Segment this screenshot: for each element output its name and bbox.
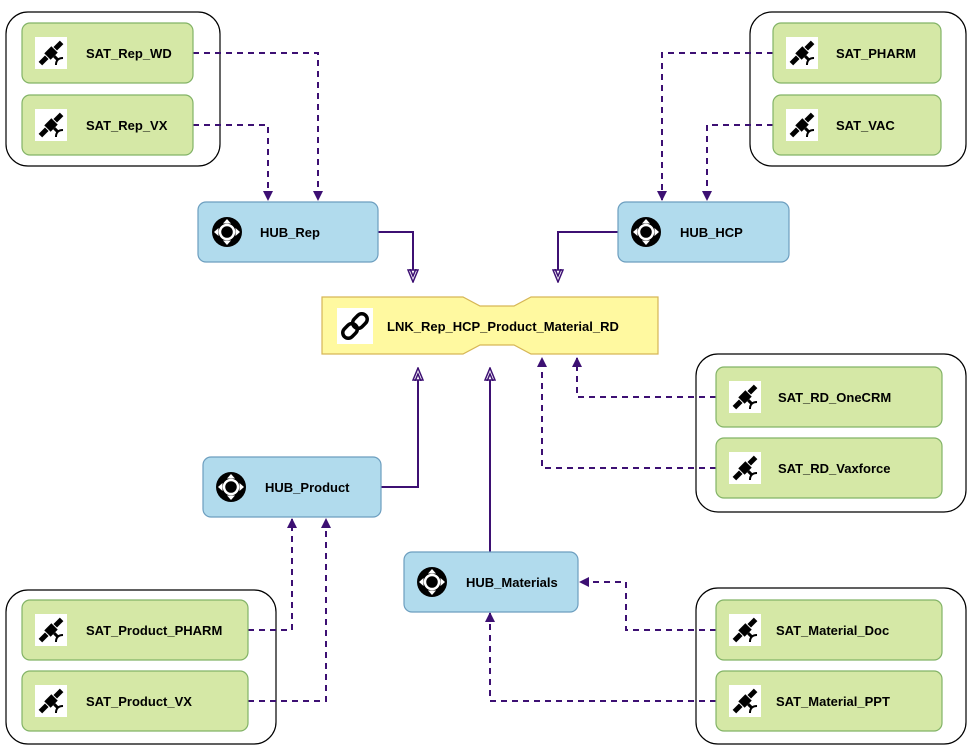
edge-hub-product-to-link xyxy=(381,368,418,488)
hub-product-label: HUB_Product xyxy=(265,480,350,495)
satellite-icon xyxy=(785,36,823,74)
sat-material-doc-label: SAT_Material_Doc xyxy=(776,623,889,638)
edge-sat-pharm xyxy=(657,52,773,201)
sat-pharm-label: SAT_PHARM xyxy=(836,46,916,61)
move-arrows-icon xyxy=(629,215,663,249)
satellite-icon xyxy=(728,613,766,651)
sat-vac-label: SAT_VAC xyxy=(836,118,895,133)
satellite-icon xyxy=(728,451,766,489)
satellite-edges xyxy=(193,52,773,702)
move-arrows-icon xyxy=(415,565,449,599)
hub-link-edges xyxy=(378,231,618,552)
hub-materials-label: HUB_Materials xyxy=(466,575,558,590)
sat-rep-vx-label: SAT_Rep_VX xyxy=(86,118,168,133)
edge-sat-vac xyxy=(702,124,773,201)
move-arrows-icon xyxy=(214,470,248,504)
hub-hcp[interactable]: HUB_HCP xyxy=(617,201,790,263)
sat-product-pharm[interactable]: SAT_Product_PHARM xyxy=(21,599,249,661)
edge-sat-product-pharm xyxy=(248,518,297,631)
chain-link-icon xyxy=(335,306,375,346)
sat-rep-vx[interactable]: SAT_Rep_VX xyxy=(21,94,194,156)
satellite-icon xyxy=(728,380,766,418)
edge-hub-rep-to-link xyxy=(378,231,413,282)
satellite-icon xyxy=(785,108,823,146)
sat-product-vx-label: SAT_Product_VX xyxy=(86,694,192,709)
satellite-icon xyxy=(34,613,72,651)
hub-rep[interactable]: HUB_Rep xyxy=(197,201,379,263)
sat-material-ppt-label: SAT_Material_PPT xyxy=(776,694,890,709)
edge-sat-rep-vx xyxy=(193,124,273,201)
sat-rd-onecrm[interactable]: SAT_RD_OneCRM xyxy=(715,366,943,428)
sat-product-vx[interactable]: SAT_Product_VX xyxy=(21,670,249,732)
sat-vac[interactable]: SAT_VAC xyxy=(772,94,942,156)
sat-material-doc[interactable]: SAT_Material_Doc xyxy=(715,599,943,661)
sat-rd-vaxforce[interactable]: SAT_RD_Vaxforce xyxy=(715,437,943,499)
edge-sat-rep-wd xyxy=(193,52,323,201)
link-label: LNK_Rep_HCP_Product_Material_RD xyxy=(387,319,619,334)
hub-materials[interactable]: HUB_Materials xyxy=(403,551,579,613)
sat-rep-wd[interactable]: SAT_Rep_WD xyxy=(21,22,194,84)
edge-sat-rd-onecrm xyxy=(572,357,716,398)
sat-pharm[interactable]: SAT_PHARM xyxy=(772,22,942,84)
link-node[interactable]: LNK_Rep_HCP_Product_Material_RD xyxy=(321,296,659,355)
sat-rd-vaxforce-label: SAT_RD_Vaxforce xyxy=(778,461,890,476)
edge-sat-product-vx xyxy=(248,518,331,702)
hub-rep-label: HUB_Rep xyxy=(260,225,320,240)
satellite-icon xyxy=(728,684,766,722)
satellite-icon xyxy=(34,36,72,74)
hub-product[interactable]: HUB_Product xyxy=(202,456,382,518)
edge-sat-material-doc xyxy=(579,577,716,631)
edge-hub-hcp-to-link xyxy=(558,231,618,282)
edge-sat-material-ppt xyxy=(485,612,716,702)
edge-sat-rd-vaxforce xyxy=(537,357,716,469)
sat-rep-wd-label: SAT_Rep_WD xyxy=(86,46,172,61)
sat-product-pharm-label: SAT_Product_PHARM xyxy=(86,623,222,638)
hub-hcp-label: HUB_HCP xyxy=(680,225,743,240)
satellite-icon xyxy=(34,108,72,146)
satellite-icon xyxy=(34,684,72,722)
sat-rd-onecrm-label: SAT_RD_OneCRM xyxy=(778,390,891,405)
sat-material-ppt[interactable]: SAT_Material_PPT xyxy=(715,670,943,732)
move-arrows-icon xyxy=(210,215,244,249)
